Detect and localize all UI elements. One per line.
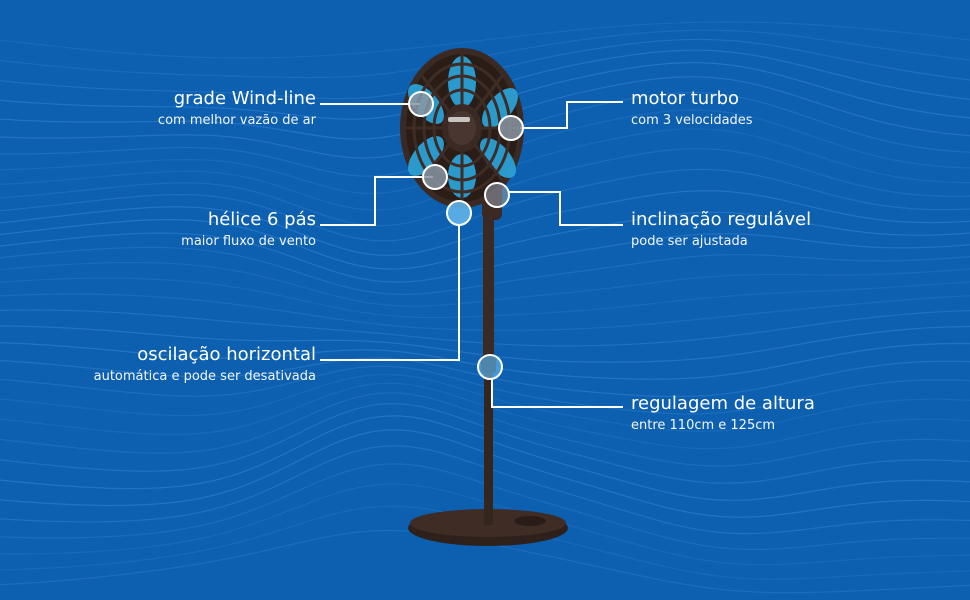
feature-oscilacao-title: oscilação horizontal: [137, 344, 316, 365]
feature-inclinacao-subtitle: pode ser ajustada: [631, 234, 748, 249]
feature-regulagem: regulagem de altura entre 110cm e 125cm: [631, 393, 815, 435]
feature-motor: motor turbo com 3 velocidades: [631, 88, 753, 130]
feature-grade-title: grade Wind-line: [173, 88, 316, 109]
feature-oscilacao-subtitle: automática e pode ser desativada: [93, 369, 316, 384]
feature-helice-subtitle: maior fluxo de vento: [181, 234, 316, 249]
feature-regulagem-title: regulagem de altura: [631, 393, 815, 414]
feature-inclinacao-title: inclinação regulável: [631, 209, 812, 230]
feature-grade: grade Wind-line com melhor vazão de ar: [158, 88, 316, 130]
feature-grade-subtitle: com melhor vazão de ar: [157, 113, 316, 128]
feature-regulagem-subtitle: entre 110cm e 125cm: [631, 418, 776, 433]
feature-oscilacao: oscilação horizontal automática e pode s…: [94, 344, 316, 386]
feature-helice: hélice 6 pás maior fluxo de vento: [181, 209, 316, 251]
feature-motor-subtitle: com 3 velocidades: [631, 113, 753, 128]
feature-motor-title: motor turbo: [631, 88, 740, 109]
feature-helice-title: hélice 6 pás: [207, 209, 316, 230]
wave-line: [0, 21, 970, 59]
feature-inclinacao: inclinação regulável pode ser ajustada: [631, 209, 811, 251]
